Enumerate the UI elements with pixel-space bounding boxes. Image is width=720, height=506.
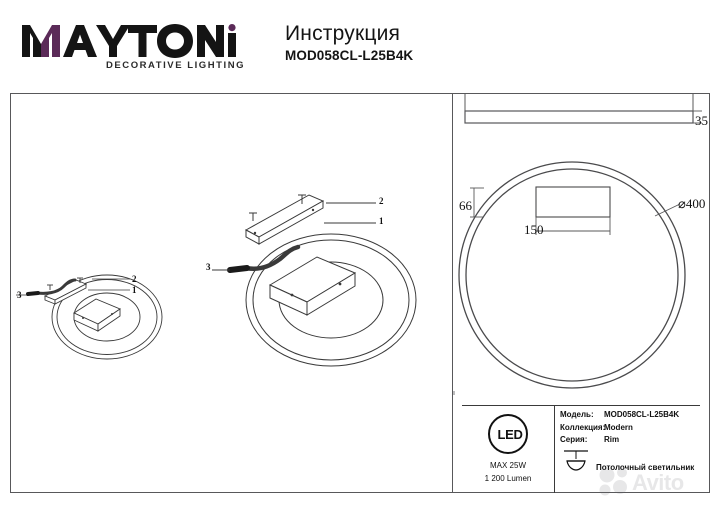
spec-key-collection: Коллекция: xyxy=(560,422,606,432)
drawing-frame xyxy=(10,93,710,493)
document-model-number: MOD058CL-L25B4K xyxy=(285,48,414,64)
side-view-dimension-35: 35 xyxy=(695,113,708,128)
info-box-divider xyxy=(554,406,556,493)
exploded-view-small-drawing xyxy=(16,274,163,360)
product-spec-list: Модель: MOD058CL-L25B4K Коллекция: Moder… xyxy=(560,410,710,472)
front-view-diameter-400: ⌀400 xyxy=(678,196,706,211)
document-title-block: Инструкция MOD058CL-L25B4K xyxy=(285,22,413,63)
spec-value-series: Rim xyxy=(604,435,620,444)
spec-row-collection: Коллекция: Modern xyxy=(560,423,710,436)
side-view-drawing xyxy=(464,94,702,124)
spec-key-series: Серия: xyxy=(560,435,588,444)
callout-main-3: 3 xyxy=(206,262,211,272)
brand-logo: DECORATIVE LIGHTING xyxy=(22,24,244,71)
led-max-power: MAX 25W xyxy=(489,461,526,470)
led-badge-circle: LED xyxy=(488,414,528,454)
callout-main-2: 2 xyxy=(379,196,384,206)
callout-small-3: 3 xyxy=(17,290,22,300)
spec-value-collection: Modern xyxy=(604,422,633,432)
frame-vertical-divider xyxy=(452,94,454,493)
led-badge-label: LED xyxy=(497,427,523,442)
front-view-drawing xyxy=(453,161,686,395)
front-view-dimension-66: 66 xyxy=(459,198,472,213)
exploded-view-main-drawing xyxy=(227,194,417,367)
spec-value-model: MOD058CL-L25B4K xyxy=(604,410,680,419)
brand-tagline: DECORATIVE LIGHTING xyxy=(106,60,246,71)
product-info-box xyxy=(462,405,700,493)
ceiling-lamp-icon xyxy=(564,450,588,471)
spec-row-model: Модель: MOD058CL-L25B4K xyxy=(560,410,710,423)
led-lumen-output: 1 200 Lumen xyxy=(484,474,532,483)
callout-small-1: 1 xyxy=(132,285,137,295)
maytoni-logo-svg xyxy=(22,24,236,58)
spec-row-product-type: Потолочный светильник xyxy=(560,450,710,476)
callout-small-2: 2 xyxy=(132,274,137,284)
page-header: DECORATIVE LIGHTING Инструкция MOD058CL-… xyxy=(0,0,720,93)
brand-wordmark xyxy=(22,24,242,58)
callout-main-3-leader xyxy=(212,269,230,271)
page-title: Инструкция xyxy=(285,22,401,45)
callout-main-1: 1 xyxy=(379,216,384,226)
spec-row-series: Серия: Rim xyxy=(560,435,710,448)
led-spec-cell: LED MAX 25W 1 200 Lumen xyxy=(462,406,554,493)
product-type-label: Потолочный светильник xyxy=(596,463,695,472)
front-view-dimension-150: 150 xyxy=(524,222,544,237)
spec-key-model: Модель: xyxy=(560,410,594,419)
